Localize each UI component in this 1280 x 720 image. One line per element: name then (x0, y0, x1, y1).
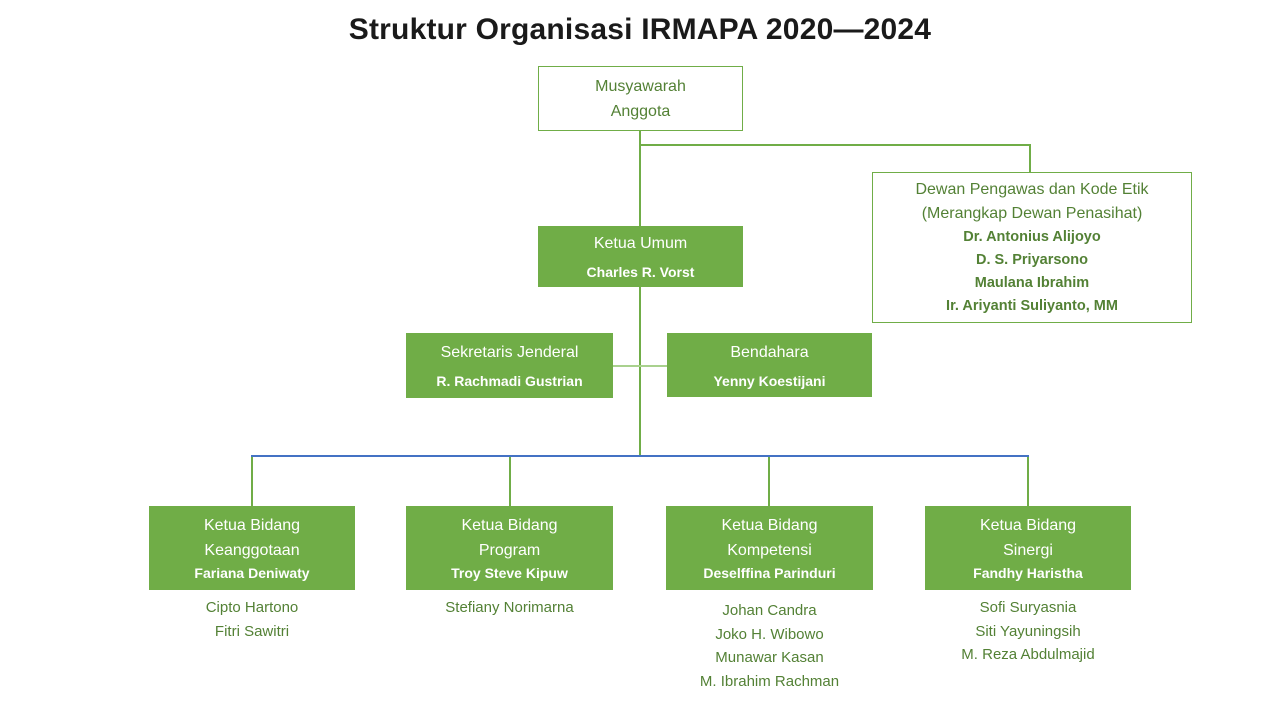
connector-line (768, 457, 770, 506)
role-label: Bendahara (730, 343, 809, 361)
page-title: Struktur Organisasi IRMAPA 2020—2024 (348, 13, 932, 46)
role-label: Program (478, 542, 541, 559)
role-label: Sinergi (1003, 542, 1053, 559)
node-musyawarah-anggota: Musyawarah Anggota (538, 66, 743, 131)
node-ketua-umum: Ketua Umum Charles R. Vorst (538, 226, 743, 287)
person-name: Yenny Koestijani (713, 372, 826, 389)
node-bidang-kompetensi: Ketua Bidang Kompetensi Deselffina Parin… (666, 506, 873, 590)
members-program: Stefiany Norimarna (406, 596, 613, 620)
role-label: (Merangkap Dewan Penasihat) (921, 204, 1143, 222)
role-label: Ketua Bidang (203, 517, 301, 534)
member-name: Ir. Ariyanti Suliyanto, MM (946, 297, 1118, 314)
member-name: Cipto Hartono (205, 599, 299, 616)
connector-line (1029, 144, 1031, 172)
role-label: Ketua Bidang (721, 517, 818, 534)
members-kompetensi: Johan Candra Joko H. Wibowo Munawar Kasa… (666, 599, 873, 693)
person-name: Fandhy Haristha (973, 565, 1083, 581)
connector-line (1027, 457, 1029, 506)
member-name: M. Reza Abdulmajid (961, 646, 1095, 663)
node-bidang-sinergi: Ketua Bidang Sinergi Fandhy Haristha (925, 506, 1131, 590)
person-name: Charles R. Vorst (586, 264, 695, 280)
member-name: Fitri Sawitri (214, 622, 290, 640)
node-dewan-pengawas: Dewan Pengawas dan Kode Etik (Merangkap … (872, 172, 1192, 323)
members-keanggotaan: Cipto Hartono Fitri Sawitri (149, 596, 355, 643)
members-sinergi: Sofi Suryasnia Siti Yayuningsih M. Reza … (925, 596, 1131, 667)
member-name: Joko H. Wibowo (715, 625, 824, 643)
member-name: Dr. Antonius Alijoyo (963, 228, 1101, 245)
person-name: Fariana Deniwaty (194, 565, 310, 581)
node-bidang-program: Ketua Bidang Program Troy Steve Kipuw (406, 506, 613, 590)
member-name: Munawar Kasan (715, 649, 824, 666)
node-sekretaris-jenderal: Sekretaris Jenderal R. Rachmadi Gustrian (406, 333, 613, 398)
role-label: Ketua Bidang (461, 517, 558, 534)
node-bendahara: Bendahara Yenny Koestijani (667, 333, 872, 397)
role-label: Sekretaris Jenderal (440, 344, 579, 361)
connector-line (639, 131, 641, 226)
connector-line (251, 455, 1029, 457)
connector-line (251, 457, 253, 506)
person-name: Troy Steve Kipuw (451, 565, 568, 581)
member-name: Siti Yayuningsih (975, 622, 1081, 640)
member-name: Maulana Ibrahim (974, 274, 1090, 291)
connector-line (639, 144, 1030, 146)
person-name: Deselffina Parinduri (703, 565, 836, 581)
role-label: Keanggotaan (204, 542, 300, 559)
member-name: D. S. Priyarsono (975, 251, 1088, 268)
person-name: R. Rachmadi Gustrian (436, 373, 583, 389)
member-name: Stefiany Norimarna (445, 599, 574, 616)
member-name: M. Ibrahim Rachman (699, 672, 840, 690)
connector-line (639, 287, 641, 456)
member-name: Johan Candra (722, 602, 817, 619)
connector-line (509, 457, 511, 506)
role-label: Anggota (610, 102, 671, 120)
role-label: Kompetensi (727, 542, 812, 559)
member-name: Sofi Suryasnia (979, 599, 1077, 616)
role-label: Dewan Pengawas dan Kode Etik (915, 180, 1149, 198)
role-label: Ketua Bidang (979, 517, 1077, 534)
connector-line (613, 365, 667, 367)
role-label: Ketua Umum (593, 235, 688, 252)
node-bidang-keanggotaan: Ketua Bidang Keanggotaan Fariana Deniwat… (149, 506, 355, 590)
role-label: Musyawarah (595, 77, 686, 95)
